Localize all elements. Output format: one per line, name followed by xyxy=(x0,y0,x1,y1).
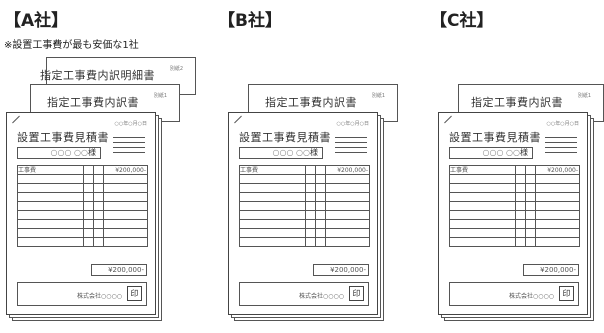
table-row xyxy=(17,192,148,202)
seal-stamp: 印 xyxy=(127,286,142,301)
estimate-sheet: ○○年○月○日 設置工事費見積書 ○○○ ○○様 工事費 ¥200,000- ¥2… xyxy=(6,112,156,315)
table-row xyxy=(17,228,148,238)
table-row xyxy=(239,228,370,238)
table-row xyxy=(449,192,580,202)
company-c-heading: 【C社】 xyxy=(430,11,494,31)
estimate-sheet: ○○年○月○日 設置工事費見積書 ○○○ ○○様 工事費 ¥200,000- ¥2… xyxy=(228,112,378,315)
table-row xyxy=(449,219,580,229)
estimate-title: 設置工事費見積書 xyxy=(17,131,109,144)
addressee-name: ○○○ ○○ xyxy=(50,148,88,157)
corner-mark xyxy=(444,115,452,124)
table-row xyxy=(449,210,580,220)
sheet-title: 指定工事費内訳書 xyxy=(471,96,563,109)
addressee-name: ○○○ ○○ xyxy=(272,148,310,157)
honorific: 様 xyxy=(310,148,318,157)
table-row xyxy=(239,219,370,229)
table-row: 工事費 ¥200,000- xyxy=(239,165,370,175)
sheet-tag: 別紙1 xyxy=(371,93,385,99)
table-row xyxy=(17,183,148,193)
company-name: 株式会社○○○○ xyxy=(77,293,122,300)
table-row: 工事費 ¥200,000- xyxy=(17,165,148,175)
table-row xyxy=(239,210,370,220)
company-a-heading: 【A社】 xyxy=(4,11,69,31)
item-label: 工事費 xyxy=(449,165,516,175)
text-lines xyxy=(335,137,367,157)
issuer-box: 株式会社○○○○ 印 xyxy=(449,282,579,306)
item-label: 工事費 xyxy=(17,165,84,175)
table-row xyxy=(449,237,580,247)
corner-mark xyxy=(234,115,242,124)
line-item-table: 工事費 ¥200,000- xyxy=(239,165,370,247)
table-row xyxy=(449,174,580,184)
estimate-title: 設置工事費見積書 xyxy=(239,131,331,144)
estimate-title: 設置工事費見積書 xyxy=(449,131,541,144)
table-row xyxy=(17,210,148,220)
sheet-tag: 別紙1 xyxy=(153,93,167,99)
table-row xyxy=(449,201,580,211)
addressee-box: ○○○ ○○様 xyxy=(239,147,323,159)
cheapest-note: ※設置工事費が最も安価な1社 xyxy=(4,40,139,51)
honorific: 様 xyxy=(520,148,528,157)
company-name: 株式会社○○○○ xyxy=(299,293,344,300)
table-row xyxy=(449,183,580,193)
estimate-sheet: ○○年○月○日 設置工事費見積書 ○○○ ○○様 工事費 ¥200,000- ¥2… xyxy=(438,112,588,315)
line-item-table: 工事費 ¥200,000- xyxy=(449,165,580,247)
table-row xyxy=(449,228,580,238)
addressee-box: ○○○ ○○様 xyxy=(449,147,533,159)
table-row xyxy=(239,192,370,202)
table-row xyxy=(239,183,370,193)
estimate-date: ○○年○月○日 xyxy=(114,121,147,127)
company-name: 株式会社○○○○ xyxy=(509,293,554,300)
sheet-title: 指定工事費内訳書 xyxy=(47,96,139,109)
text-lines xyxy=(113,137,145,157)
estimate-total: ¥200,000- xyxy=(313,264,369,276)
addressee-name: ○○○ ○○ xyxy=(482,148,520,157)
estimate-total: ¥200,000- xyxy=(91,264,147,276)
table-row xyxy=(17,219,148,229)
table-row xyxy=(17,201,148,211)
table-row xyxy=(239,201,370,211)
item-amount: ¥200,000- xyxy=(325,165,370,175)
addressee-box: ○○○ ○○様 xyxy=(17,147,101,159)
estimate-date: ○○年○月○日 xyxy=(336,121,369,127)
sheet-title: 指定工事費内訳明細書 xyxy=(40,69,155,82)
sheet-tag: 別紙1 xyxy=(577,93,591,99)
estimate-date: ○○年○月○日 xyxy=(546,121,579,127)
table-row: 工事費 ¥200,000- xyxy=(449,165,580,175)
seal-stamp: 印 xyxy=(349,286,364,301)
estimate-total: ¥200,000- xyxy=(523,264,579,276)
item-amount: ¥200,000- xyxy=(535,165,580,175)
company-b-heading: 【B社】 xyxy=(218,11,282,31)
issuer-box: 株式会社○○○○ 印 xyxy=(17,282,147,306)
table-row xyxy=(239,237,370,247)
table-row xyxy=(17,174,148,184)
honorific: 様 xyxy=(88,148,96,157)
sheet-title: 指定工事費内訳書 xyxy=(265,96,357,109)
corner-mark xyxy=(12,115,20,124)
item-amount: ¥200,000- xyxy=(103,165,148,175)
issuer-box: 株式会社○○○○ 印 xyxy=(239,282,369,306)
line-item-table: 工事費 ¥200,000- xyxy=(17,165,148,247)
sheet-tag: 別紙2 xyxy=(169,66,183,72)
table-row xyxy=(17,237,148,247)
table-row xyxy=(239,174,370,184)
seal-stamp: 印 xyxy=(559,286,574,301)
text-lines xyxy=(545,137,577,157)
item-label: 工事費 xyxy=(239,165,306,175)
